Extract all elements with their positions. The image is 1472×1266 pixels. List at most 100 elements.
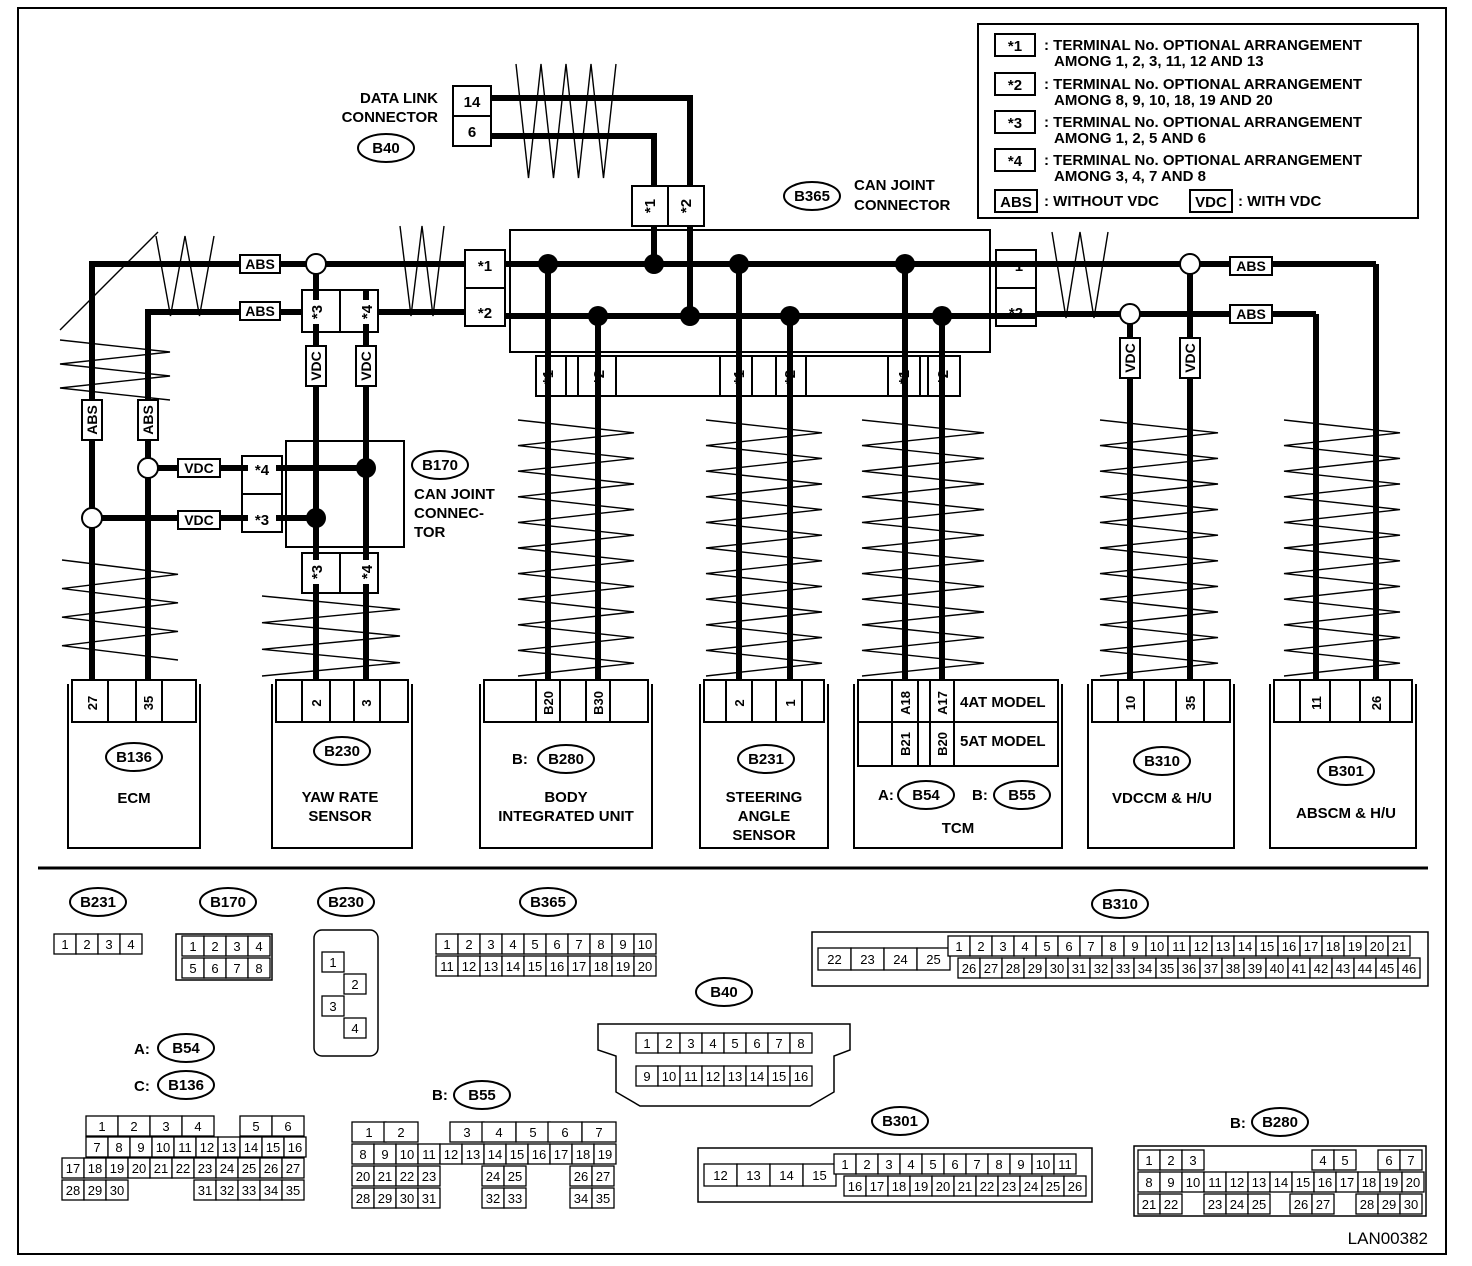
tag-abs-6: ABS <box>1236 306 1266 322</box>
tcm-pin-a17: A17 <box>935 691 950 715</box>
sas-name-2: ANGLE <box>738 808 791 825</box>
tag-abs-5: ABS <box>1236 258 1266 274</box>
conn-b55-r4-pin: 31 <box>422 1191 436 1206</box>
legend-text-4a: : TERMINAL No. OPTIONAL ARRANGEMENT <box>1044 152 1362 169</box>
conn-b310-r2-pin: 41 <box>1292 961 1306 976</box>
conn-b55-r1-pin: 2 <box>397 1125 404 1140</box>
conn-b54-r3-pin: 17 <box>66 1161 80 1176</box>
conn-b54-r4-pin: 32 <box>220 1183 234 1198</box>
tcm-pin-b20: B20 <box>935 732 950 756</box>
conn-b55-r3-pin: 20 <box>356 1169 370 1184</box>
conn-b55-r4-cell <box>503 1187 527 1209</box>
legend-mark-1: *1 <box>1008 38 1022 55</box>
conn-b55-r3-pin: 25 <box>508 1169 522 1184</box>
tag-vdc-3: VDC <box>1122 343 1138 373</box>
conn-b55-r3-pin: 22 <box>400 1169 414 1184</box>
conn-b310-r1-pin: 18 <box>1326 939 1340 954</box>
conn-b40-code: B40 <box>710 984 738 1001</box>
tcm-prefix-a: A: <box>878 787 894 804</box>
conn-b301-side-pin: 12 <box>713 1168 727 1183</box>
conn-b365-code-ellipse <box>519 887 577 917</box>
conn-b310-r1-pin: 1 <box>955 939 962 954</box>
conn-b55-r1-pin: 1 <box>365 1125 372 1140</box>
conn-b55-r4-pin: 32 <box>486 1191 500 1206</box>
vdccm-name: VDCCM & H/U <box>1112 790 1212 807</box>
conn-b280-r3-cell <box>1311 1193 1335 1215</box>
conn-b310-r2-cell <box>1397 957 1421 979</box>
conn-b231-pin: 3 <box>105 937 112 952</box>
conn-b280-code: B280 <box>1262 1114 1298 1131</box>
vdccm-code: B310 <box>1144 753 1180 770</box>
dlc-pin-b: 6 <box>468 124 476 141</box>
conn-b280-r3-cell <box>1247 1193 1271 1215</box>
conn-b301-r2-pin: 16 <box>848 1179 862 1194</box>
twist-vdccm <box>1099 419 1219 677</box>
conn-b170-r2-pin: 6 <box>211 961 218 976</box>
conn-b55-prefix: B: <box>432 1087 448 1104</box>
yaw-pin-1: 2 <box>309 699 324 706</box>
conn-b230-code: B230 <box>328 894 364 911</box>
twist-diagonal <box>59 231 159 331</box>
conn-b310-r1-pin: 16 <box>1282 939 1296 954</box>
conn-b55-r2-pin: 9 <box>381 1147 388 1162</box>
biu-name-1: BODY <box>544 789 587 806</box>
tcm-prefix-b: B: <box>972 787 988 804</box>
conn-b310-r2-pin: 28 <box>1006 961 1020 976</box>
conn-b54-r3-pin: 23 <box>198 1161 212 1176</box>
conn-b310-r2-pin: 29 <box>1028 961 1042 976</box>
conn-b310-r1-cell <box>1387 935 1411 957</box>
b170-label-2: CONNEC- <box>414 505 484 522</box>
conn-b301-r2-pin: 21 <box>958 1179 972 1194</box>
conn-b310-r2-pin: 27 <box>984 961 998 976</box>
conn-b280-r2-pin: 15 <box>1296 1175 1310 1190</box>
conn-b310-side-pin: 22 <box>827 952 841 967</box>
conn-b40-r1-cell <box>789 1032 813 1054</box>
conn-b55-r2-cell <box>593 1143 617 1165</box>
conn-b301-r1-pin: 10 <box>1036 1157 1050 1172</box>
conn-b55-r4-pin: 34 <box>574 1191 588 1206</box>
conn-b54-r3-pin: 20 <box>132 1161 146 1176</box>
b365-body <box>509 229 991 353</box>
biu-name-2: INTEGRATED UNIT <box>498 808 634 825</box>
b170-label-3: TOR <box>414 524 446 541</box>
biu-prefix: B: <box>512 751 528 768</box>
conn-b230-a-cell <box>321 951 345 973</box>
conn-b54-r4-pin: 30 <box>110 1183 124 1198</box>
conn-b55-r4-pin: 30 <box>400 1191 414 1206</box>
conn-b365-r1-pin: 1 <box>443 937 450 952</box>
conn-b280-r1-pin: 2 <box>1167 1153 1174 1168</box>
conn-b54-r3-pin: 26 <box>264 1161 278 1176</box>
legend-text-1a: : TERMINAL No. OPTIONAL ARRANGEMENT <box>1044 37 1362 54</box>
conn-b301-r1-pin: 6 <box>951 1157 958 1172</box>
conn-b301-r1-pin: 9 <box>1017 1157 1024 1172</box>
conn-b231-pin: 4 <box>127 937 134 952</box>
conn-b301-r2-pin: 25 <box>1046 1179 1060 1194</box>
tag-abs-2: ABS <box>245 303 275 319</box>
conn-b55-r1-pin: 3 <box>463 1125 470 1140</box>
conn-b55-r4-cell <box>417 1187 441 1209</box>
b170-top-s4: *4 <box>359 304 376 319</box>
conn-b231-code-ellipse <box>69 887 127 917</box>
conn-b40-r2-cell <box>789 1065 813 1087</box>
conn-b301-r2-cell <box>1063 1175 1087 1197</box>
conn-b280-r3-pin: 28 <box>1360 1197 1374 1212</box>
conn-b280-r3-cell <box>1159 1193 1183 1215</box>
conn-b54-r4-pin: 33 <box>242 1183 256 1198</box>
ecm-code: B136 <box>116 749 152 766</box>
tcm-name: TCM <box>942 820 975 837</box>
conn-b280-r3-pin: 26 <box>1294 1197 1308 1212</box>
b365-label-2: CONNECTOR <box>854 197 951 214</box>
conn-b365-r1-pin: 7 <box>575 937 582 952</box>
conn-b280-r3-pin: 22 <box>1164 1197 1178 1212</box>
conn-b231-pin: 1 <box>61 937 68 952</box>
conn-b310-code: B310 <box>1102 896 1138 913</box>
conn-b55-r4-pin: 28 <box>356 1191 370 1206</box>
conn-b310-r2-pin: 36 <box>1182 961 1196 976</box>
conn-b55-r3-pin: 23 <box>422 1169 436 1184</box>
conn-b310-r1-pin: 5 <box>1043 939 1050 954</box>
conn-b55-r4-pin: 35 <box>596 1191 610 1206</box>
conn-b365-r2-pin: 12 <box>462 959 476 974</box>
dlc-label-2: CONNECTOR <box>342 109 439 126</box>
